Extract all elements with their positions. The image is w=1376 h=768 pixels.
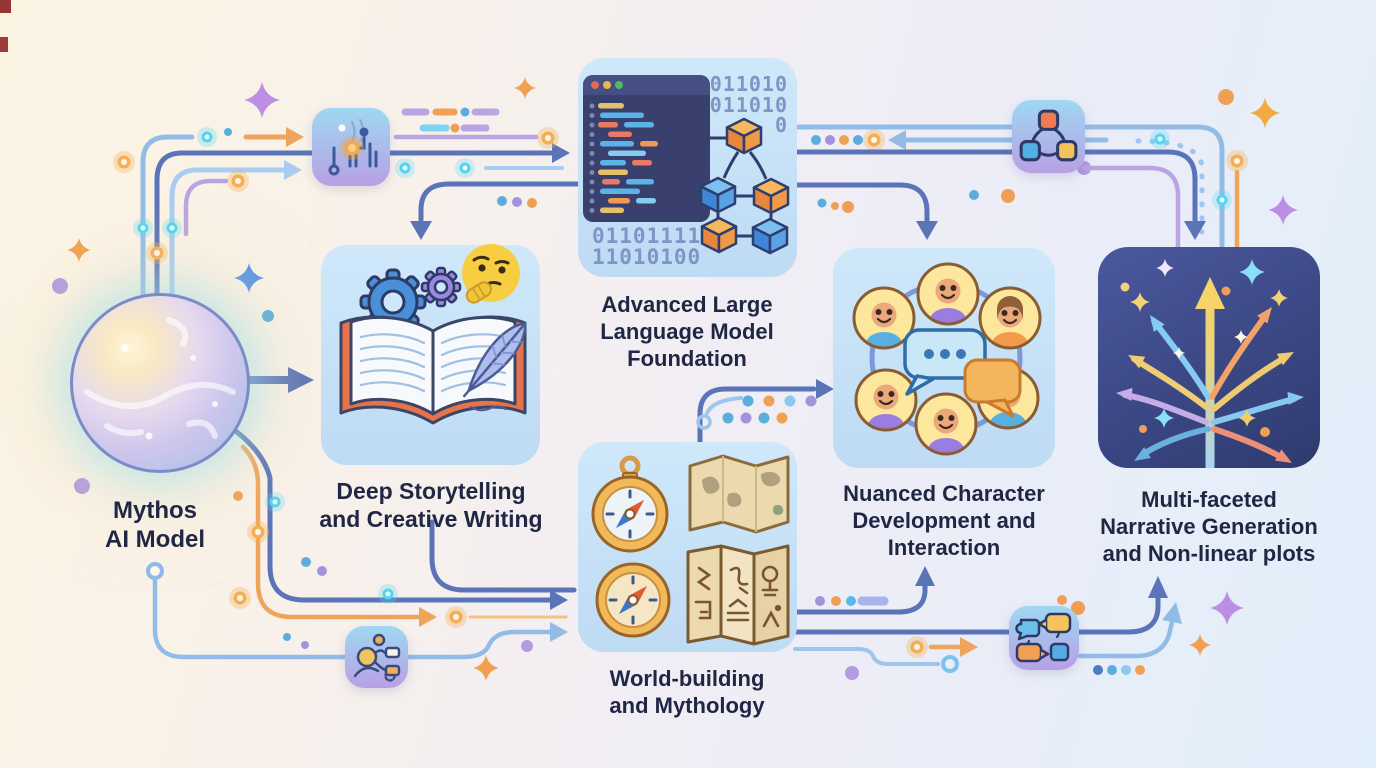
feather-quill-icon	[462, 321, 527, 398]
svg-text:011010: 011010	[710, 72, 788, 96]
worldbuilding-dot-rows	[722, 395, 817, 424]
node-worldbuilding	[578, 442, 797, 652]
connector-llm-to-narrative-1	[792, 124, 1225, 249]
connector-worldbuilding-to-characters-up	[792, 583, 928, 615]
svg-text:01101111: 01101111	[592, 224, 701, 248]
dots-left-of-up-arrow	[815, 596, 889, 606]
svg-text:0: 0	[775, 113, 788, 137]
avatar	[852, 286, 916, 350]
gear-blue-icon	[359, 268, 427, 336]
connector-orb-to-llm-2	[154, 150, 555, 301]
compass-icon	[595, 562, 671, 638]
label-line: Interaction	[887, 534, 1001, 560]
code-editor-icon	[583, 75, 710, 222]
label-line: Language Model	[600, 318, 774, 344]
label-line: Deep Storytelling	[336, 478, 526, 504]
connector-worldbuilding-to-characters	[697, 386, 817, 446]
connector-orb-to-worldbuilding-1	[223, 421, 553, 603]
thinking-face-icon	[462, 244, 520, 304]
connector-worldbuilding-to-narrative-2	[1077, 619, 1175, 659]
compass-icon	[591, 455, 669, 553]
label-worldbuilding: World-building and Mythology	[566, 666, 808, 720]
avatar-girl	[978, 286, 1042, 350]
node-storytelling	[321, 244, 540, 465]
avatar-circle-chat-illustration	[852, 262, 1042, 456]
label-line: Development and	[852, 507, 1036, 533]
edge-artifact	[0, 37, 8, 52]
open-book-icon	[339, 315, 527, 425]
label-line: Foundation	[627, 345, 747, 371]
compass-map-scroll-illustration	[591, 454, 790, 646]
dialog-exchange-icon	[1009, 606, 1079, 670]
connector-llm-to-storytelling	[418, 181, 581, 223]
connector-orb-to-worldbuilding-3	[152, 575, 553, 660]
avatar	[854, 368, 918, 432]
connector-purple-to-narrative	[1081, 165, 1181, 249]
node-llm: 011010 011010 0 01101111 11010100	[578, 58, 797, 277]
label-line: and Creative Writing	[319, 506, 543, 533]
label-storytelling: Deep Storytelling and Creative Writing	[296, 477, 566, 533]
label-line: Advanced Large	[601, 292, 773, 317]
svg-text:11010100: 11010100	[592, 245, 701, 269]
label-line: Mythos	[113, 497, 197, 524]
label-line: Multi-faceted	[1141, 487, 1277, 512]
book-gears-quill-illustration	[339, 244, 527, 425]
arrow-orange-right	[286, 127, 304, 147]
code-dash-decor	[401, 107, 500, 133]
cube-icon	[751, 217, 789, 255]
connector-orb-to-worldbuilding-2	[240, 444, 421, 620]
label-mythos: Mythos AI Model	[45, 496, 265, 555]
branching-arrows-illustration	[1116, 259, 1304, 468]
ai-circuit-icon	[312, 108, 390, 186]
cube-icon	[700, 216, 738, 254]
label-line: World-building	[609, 666, 765, 691]
avatar	[914, 392, 978, 456]
chat-bubble-orange	[963, 358, 1022, 418]
cube-icon	[752, 177, 790, 215]
world-map-icon	[688, 454, 790, 534]
binary-text: 011010 011010 0 01101111 11010100	[592, 72, 788, 269]
label-llm: Advanced Large Language Model Foundation	[566, 292, 808, 372]
svg-text:011010: 011010	[710, 93, 788, 117]
hieroglyph-scroll-icon	[686, 544, 790, 646]
connector-orb-to-llm-1	[140, 134, 195, 301]
label-narrative: Multi-faceted Narrative Generation and N…	[1077, 487, 1341, 567]
story-flow-icon	[345, 626, 408, 688]
connector-orb-to-llm-3	[169, 167, 287, 301]
cube-network-links	[710, 136, 773, 238]
node-network-icon	[1012, 100, 1085, 173]
connector-llm-to-narrative-2	[792, 149, 1198, 225]
label-line: Nuanced Character	[843, 481, 1045, 506]
label-line: and Mythology	[609, 692, 765, 718]
label-characters: Nuanced Character Development and Intera…	[812, 481, 1076, 561]
connector-storytelling-to-worldbuilding	[429, 519, 577, 593]
code-editor-cube-network-illustration: 011010 011010 0 01101111 11010100	[583, 72, 790, 269]
label-line: AI Model	[105, 526, 205, 554]
gear-purple-icon	[420, 266, 462, 308]
avatar	[916, 262, 980, 326]
connector-llm-to-characters	[792, 182, 930, 225]
orb-swirls	[84, 317, 236, 440]
narrative-sparkles	[1120, 259, 1288, 437]
connector-worldbuilding-to-narrative-1	[792, 595, 1161, 635]
node-narrative	[1098, 247, 1320, 468]
label-line: Narrative Generation	[1100, 513, 1318, 539]
edge-artifact	[0, 0, 11, 13]
label-line: and Non-linear plots	[1102, 540, 1316, 566]
mythos-orb	[70, 293, 250, 473]
node-characters	[833, 248, 1055, 468]
cube-icon	[699, 176, 737, 214]
cube-icon	[725, 117, 763, 155]
